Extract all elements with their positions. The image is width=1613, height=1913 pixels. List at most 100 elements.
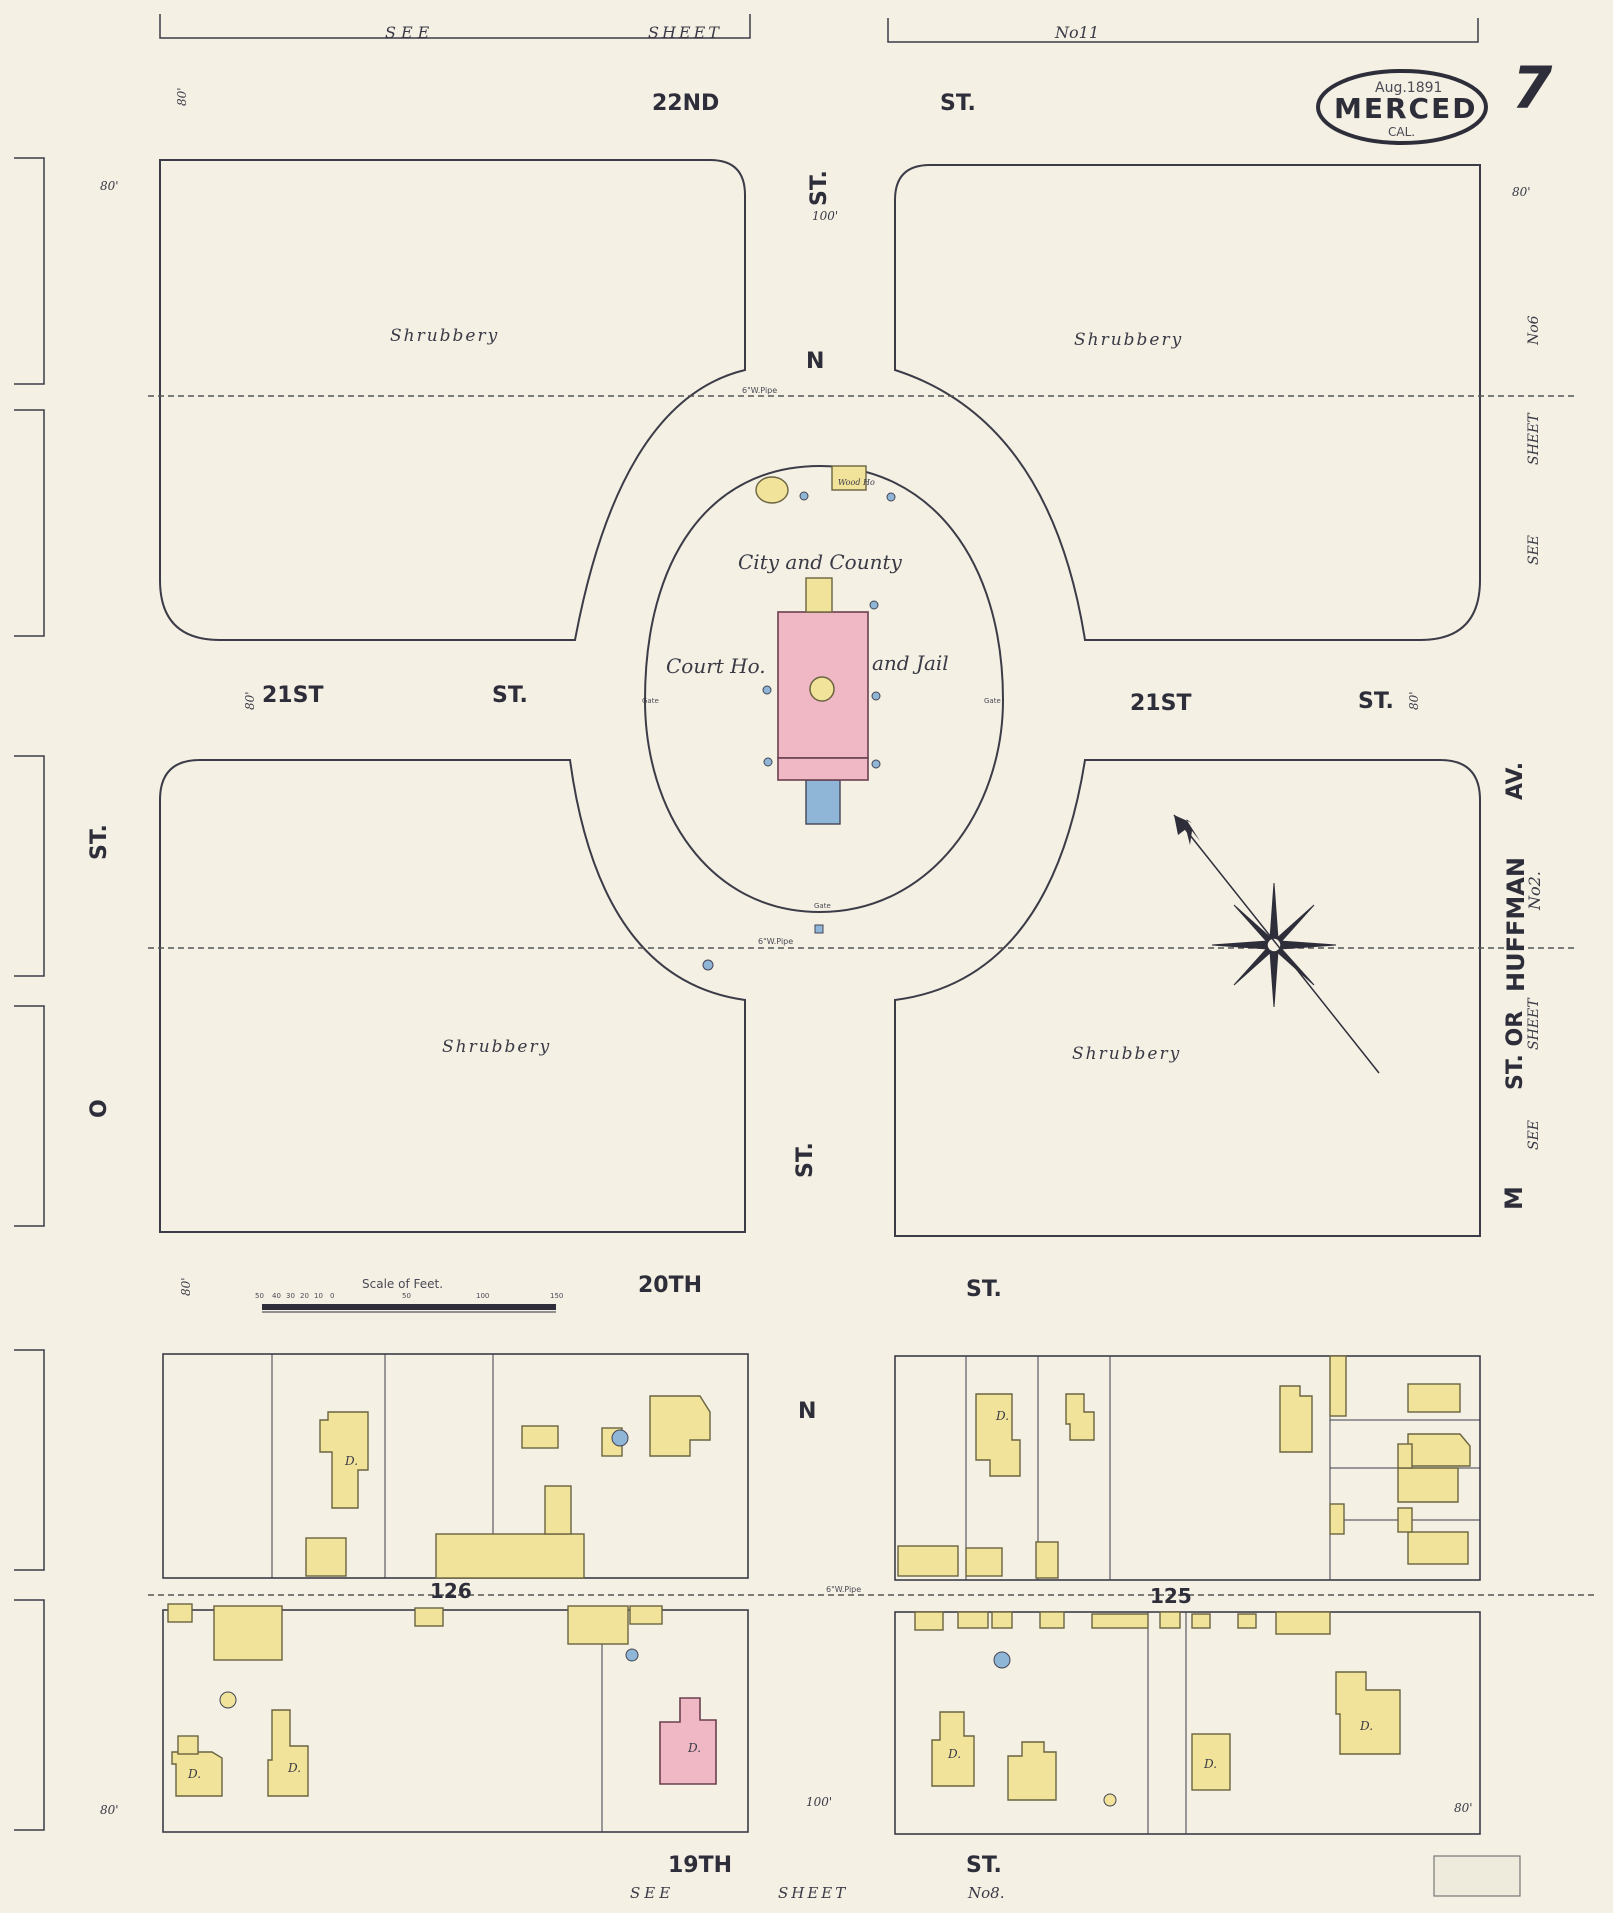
pipe-label-lower: 6"W.Pipe — [826, 1585, 861, 1594]
tank — [611, 1429, 629, 1447]
scale-tick: 20 — [300, 1292, 309, 1300]
building — [914, 1611, 944, 1631]
building — [1397, 1443, 1413, 1469]
state-label: CAL. — [1388, 125, 1415, 139]
building — [544, 1485, 572, 1535]
tank — [993, 1651, 1011, 1669]
street-o-st: ST. — [87, 824, 112, 860]
scale-tick: 10 — [314, 1292, 323, 1300]
street-n-lower: N — [798, 1399, 816, 1424]
see2-right-label: SEE — [1526, 1120, 1542, 1150]
street-21st-left-st: ST. — [492, 683, 528, 708]
width-100: 100' — [806, 1795, 832, 1809]
building — [1397, 1507, 1413, 1533]
court-house-steps — [805, 779, 841, 825]
building — [965, 1547, 1003, 1577]
block-125-number: 125 — [1150, 1584, 1192, 1608]
dwelling — [1065, 1393, 1095, 1441]
hydrant — [869, 600, 879, 610]
dwelling-brick — [659, 1697, 717, 1785]
scale-tick: 100 — [476, 1292, 489, 1300]
court-line-2a: Court Ho. — [666, 654, 766, 678]
left-margin-brackets — [14, 157, 45, 1831]
hydrant — [799, 491, 809, 501]
compass-rose-icon — [1173, 814, 1380, 1074]
street-huffman: HUFFMAN — [1502, 857, 1530, 992]
building — [991, 1611, 1013, 1629]
street-20th-st: ST. — [966, 1277, 1002, 1302]
title-cartouche: Aug.1891 MERCED CAL. — [1316, 69, 1488, 145]
width-80: 80' — [179, 1277, 193, 1296]
no8-bottom-label: No8. — [967, 1884, 1004, 1902]
building — [1329, 1503, 1345, 1535]
dwelling — [267, 1709, 309, 1797]
sheet-right-label: SHEET — [1526, 412, 1542, 465]
library-stamp — [1433, 1855, 1521, 1897]
width-80: 80' — [100, 1803, 119, 1817]
dwelling — [171, 1751, 223, 1797]
dwelling-code: D. — [995, 1409, 1009, 1423]
street-huffman-av: AV. — [1503, 762, 1528, 800]
gate-right-label: Gate — [984, 697, 1001, 705]
building — [305, 1537, 347, 1577]
hydrant — [625, 1648, 639, 1662]
width-80: 80' — [243, 691, 257, 710]
right-see-sheet-reference: SEE SHEET No6 SEE SHEET No2. — [1525, 315, 1544, 1150]
shrubbery-ne: Shrubbery — [1074, 330, 1183, 350]
block-northeast — [894, 164, 1481, 641]
scale-tick: 0 — [330, 1292, 334, 1300]
hydrant — [871, 759, 881, 769]
building — [957, 1611, 989, 1629]
street-22nd: 22ND — [652, 91, 719, 116]
tank — [219, 1691, 237, 1709]
street-n-mid: ST. — [793, 1142, 818, 1178]
building — [521, 1425, 559, 1449]
court-line-1: City and County — [738, 550, 903, 574]
sheet-bottom-label: SHEET — [778, 1884, 848, 1902]
scale-of-feet: Scale of Feet. 50 40 30 20 10 0 50 100 1… — [255, 1277, 563, 1313]
building — [1275, 1611, 1331, 1635]
no6-right-label: No6 — [1526, 315, 1542, 346]
see-bottom-label: SEE — [630, 1884, 674, 1902]
hydrant — [886, 492, 896, 502]
shrubbery-se: Shrubbery — [1072, 1044, 1181, 1064]
street-m-letter: M — [1500, 1186, 1528, 1210]
building — [177, 1735, 199, 1755]
see-top-label: SEE — [385, 23, 434, 42]
dwelling-code: D. — [947, 1747, 961, 1761]
width-80: 80' — [100, 179, 119, 193]
building — [567, 1605, 629, 1645]
pipe-label-bottom: 6"W.Pipe — [758, 937, 793, 946]
dwelling — [649, 1395, 711, 1457]
city-title: MERCED — [1334, 92, 1477, 125]
dwelling-code: D. — [1203, 1757, 1217, 1771]
hydrant — [871, 691, 881, 701]
court-house-wing — [777, 757, 869, 781]
sheet2-right-label: SHEET — [1526, 997, 1542, 1050]
dwelling-code: D. — [687, 1741, 701, 1755]
gate-bottom-label: Gate — [814, 902, 831, 910]
block-southwest — [159, 759, 746, 1233]
wood-house-building — [831, 465, 867, 491]
dwelling — [1007, 1741, 1057, 1801]
building — [1035, 1541, 1059, 1579]
bottom-see-sheet-reference: SEE SHEET No8. — [630, 1884, 1004, 1902]
sheet-top-label: SHEET — [648, 23, 722, 42]
street-19th-st: ST. — [966, 1853, 1002, 1878]
street-21st-left: 21ST — [262, 683, 323, 708]
scale-tick: 30 — [286, 1292, 295, 1300]
street-n-letter: N — [806, 349, 824, 374]
building — [414, 1607, 444, 1627]
street-22nd-st: ST. — [940, 91, 976, 116]
dwelling-code: D. — [1359, 1719, 1373, 1733]
width-80: 80' — [1512, 185, 1531, 199]
street-20th: 20TH — [638, 1273, 702, 1298]
building — [1159, 1611, 1181, 1629]
dwelling — [1407, 1383, 1461, 1413]
dwelling-code: D. — [187, 1767, 201, 1781]
block-126-number: 126 — [430, 1579, 472, 1603]
scale-title: Scale of Feet. — [362, 1277, 443, 1291]
hydrant — [702, 959, 714, 971]
